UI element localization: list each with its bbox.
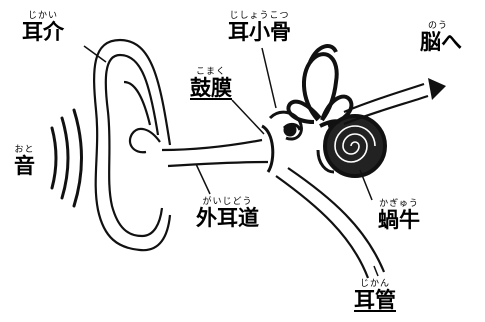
eustachian-tube-shape — [276, 168, 384, 278]
brain-label: のう 脳へ — [420, 22, 462, 53]
semicircular-canals — [288, 46, 351, 126]
ear-canal-shape — [162, 140, 268, 166]
sound-label: おと 音 — [14, 146, 35, 177]
ear-canal-label: がいじどう 外耳道 — [196, 198, 259, 229]
cochlea-label: かぎゅう 蝸牛 — [378, 200, 420, 231]
eustachian-tube-label: じかん 耳管 — [354, 280, 396, 311]
brain-arrow-icon — [428, 78, 446, 100]
eardrum-text: 鼓膜 — [190, 78, 232, 99]
auricle-label: じかい 耳介 — [22, 12, 64, 43]
brain-text: 脳へ — [420, 32, 462, 53]
cochlea-text: 蝸牛 — [378, 210, 420, 231]
ossicles-text: 耳小骨 — [228, 22, 291, 43]
eardrum-label: こまく 鼓膜 — [190, 68, 232, 99]
ossicles-label: じしょうこつ 耳小骨 — [228, 12, 291, 43]
sound-text: 音 — [14, 156, 35, 177]
auricle-shape — [94, 40, 170, 250]
ear-canal-text: 外耳道 — [196, 208, 259, 229]
eustachian-tube-text: 耳管 — [354, 290, 396, 311]
auricle-text: 耳介 — [22, 22, 64, 43]
sound-waves — [52, 110, 82, 206]
